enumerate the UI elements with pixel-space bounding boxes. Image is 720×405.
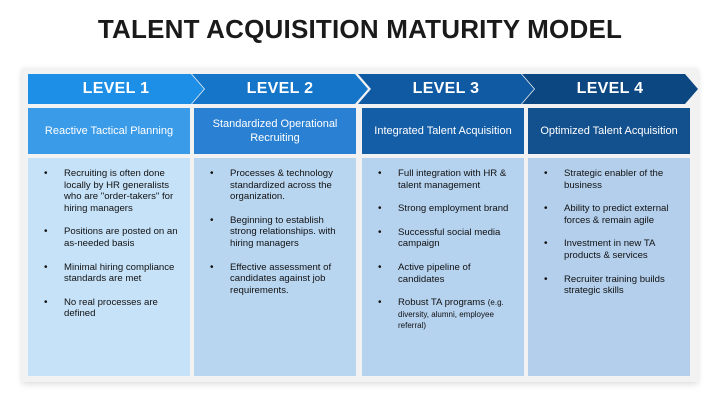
level-3-subtitle: Integrated Talent Acquisition [374, 125, 512, 137]
level-3-bullet-list: Full integration with HR & talent manage… [372, 168, 516, 332]
level-2-label: LEVEL 2 [246, 80, 314, 97]
level-1-subtitle: Reactive Tactical Planning [44, 125, 174, 137]
level-2-subtitle-box: Standardized Operational Recruiting [194, 108, 356, 154]
level-2-bullet-list: Processes & technology standardized acro… [204, 168, 348, 296]
list-item: Effective assessment of candidates again… [204, 262, 348, 297]
level-1-subtitle-box: Reactive Tactical Planning [28, 108, 190, 154]
level-2-arrow: LEVEL 2 [192, 74, 368, 104]
list-item: Minimal hiring compliance standards are … [38, 262, 182, 285]
list-item: Ability to predict external forces & rem… [538, 203, 682, 226]
list-item: Recruiter training builds strategic skil… [538, 274, 682, 297]
level-1-details: Recruiting is often done locally by HR g… [28, 158, 190, 376]
level-4-bullet-list: Strategic enabler of the business Abilit… [538, 168, 682, 297]
level-2-subtitle: Standardized Operational Recruiting [212, 118, 338, 144]
level-4-details: Strategic enabler of the business Abilit… [528, 158, 690, 376]
list-item: Full integration with HR & talent manage… [372, 168, 516, 191]
level-2-details: Processes & technology standardized acro… [194, 158, 356, 376]
list-item-text: Robust TA programs [398, 297, 486, 309]
level-3-arrow: LEVEL 3 [358, 74, 534, 104]
level-1-label: LEVEL 1 [82, 80, 150, 97]
level-3-subtitle-box: Integrated Talent Acquisition [362, 108, 524, 154]
list-item: Processes & technology standardized acro… [204, 168, 348, 203]
list-item: Strategic enabler of the business [538, 168, 682, 191]
list-item: Investment in new TA products & services [538, 238, 682, 261]
page-title: TALENT ACQUISITION MATURITY MODEL [97, 14, 623, 44]
level-3-label: LEVEL 3 [412, 80, 480, 97]
level-3-details: Full integration with HR & talent manage… [362, 158, 524, 376]
list-item: No real processes are defined [38, 297, 182, 320]
level-1-arrow: LEVEL 1 [28, 74, 204, 104]
list-item: Robust TA programs (e.g. diversity, alum… [372, 297, 516, 332]
list-item: Strong employment brand [372, 203, 516, 215]
level-1-bullet-list: Recruiting is often done locally by HR g… [38, 168, 182, 320]
list-item: Beginning to establish strong relationsh… [204, 215, 348, 250]
level-4-arrow: LEVEL 4 [522, 74, 698, 104]
list-item: Active pipeline of candidates [372, 262, 516, 285]
level-4-label: LEVEL 4 [576, 80, 644, 97]
list-item-note: (e.g. diversity, alumni, employee referr… [398, 298, 504, 331]
list-item: Positions are posted on an as-needed bas… [38, 226, 182, 249]
level-4-subtitle: Optimized Talent Acquisition [540, 125, 678, 137]
list-item: Successful social media campaign [372, 227, 516, 250]
list-item: Recruiting is often done locally by HR g… [38, 168, 182, 214]
level-4-subtitle-box: Optimized Talent Acquisition [528, 108, 690, 154]
